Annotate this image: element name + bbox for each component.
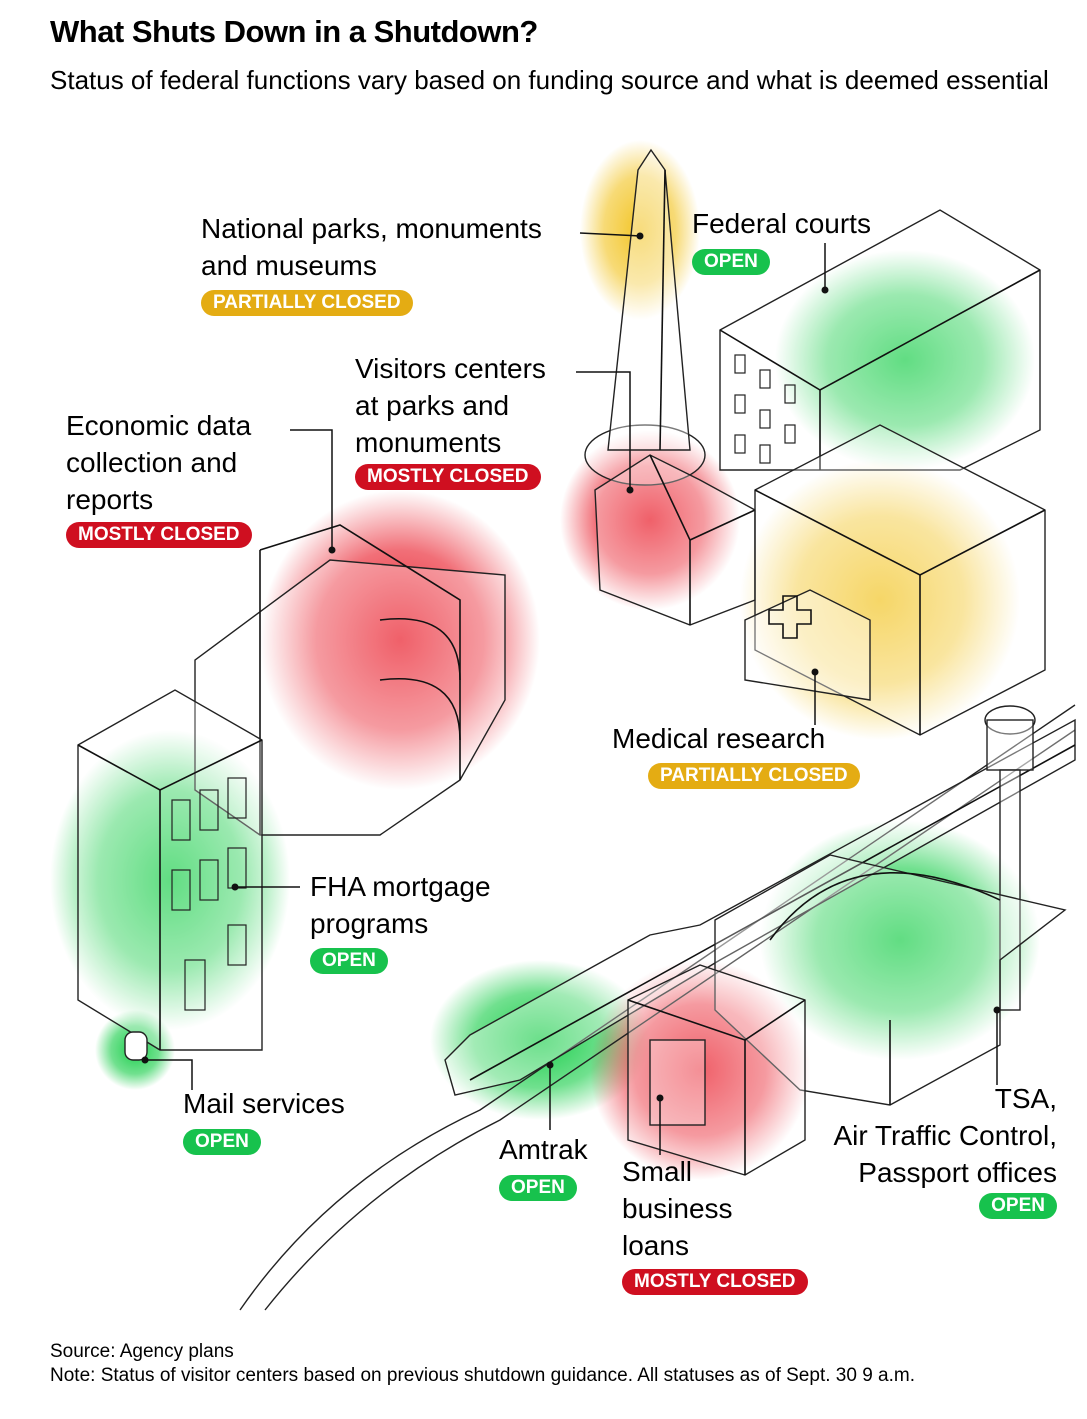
railway-track-icon xyxy=(239,704,1076,1311)
status-badge-visitor-centers: MOSTLY CLOSED xyxy=(355,464,541,490)
status-badge-medical-research: PARTIALLY CLOSED xyxy=(648,763,860,789)
glow-federal-courts xyxy=(775,250,1035,470)
medical-building-icon xyxy=(744,424,1046,736)
status-badge-tsa-atc-passport: OPEN xyxy=(979,1193,1057,1219)
amtrak-train-icon xyxy=(444,718,1076,1096)
glow-small-business xyxy=(590,960,810,1180)
control-tower-icon xyxy=(984,705,1036,1011)
glow-national-parks xyxy=(580,140,700,320)
label-federal-courts: Federal courts xyxy=(692,208,871,239)
airport-terminal-icon xyxy=(714,854,1067,1106)
status-badge-fha-mortgage: OPEN xyxy=(310,948,388,974)
label-medical-research: Medical research xyxy=(612,723,826,754)
label-fha-mortgage: FHA mortgage programs xyxy=(310,871,491,939)
label-tsa-atc-passport: TSA, Air Traffic Control, Passport offic… xyxy=(833,1083,1057,1188)
courthouse-icon xyxy=(719,209,1041,471)
washington-monument-icon xyxy=(584,148,706,486)
mailbox-icon xyxy=(124,1031,148,1061)
status-badge-economic-data: MOSTLY CLOSED xyxy=(66,522,252,548)
label-mail-services: Mail services xyxy=(183,1088,345,1119)
label-economic-data: Economic data collection and reports xyxy=(66,410,252,515)
glow-medical-research xyxy=(740,460,1020,740)
label-national-parks: National parks, monuments and museums xyxy=(201,213,542,281)
status-badge-federal-courts: OPEN xyxy=(692,249,770,275)
label-visitor-centers: Visitors centers at parks and monuments xyxy=(355,353,546,458)
status-badge-national-parks: PARTIALLY CLOSED xyxy=(201,290,413,316)
leader-lines xyxy=(145,232,998,1155)
glow-visitor-centers xyxy=(560,430,740,610)
label-small-business-loans: Small business loans xyxy=(622,1156,733,1261)
source-note: Source: Agency plans xyxy=(50,1341,234,1362)
glow-fha xyxy=(50,730,290,1030)
economic-data-building-icon xyxy=(194,524,506,836)
footnote: Note: Status of visitor centers based on… xyxy=(50,1365,915,1386)
small-business-building-icon xyxy=(627,964,806,1176)
status-badge-mail-services: OPEN xyxy=(183,1129,261,1155)
glow-economic-data xyxy=(260,490,540,790)
townhouse-icon xyxy=(77,689,263,1051)
chart-title: What Shuts Down in a Shutdown? xyxy=(50,14,538,49)
visitor-center-house-icon xyxy=(594,454,756,626)
leader-dots xyxy=(141,232,1001,1102)
label-amtrak: Amtrak xyxy=(499,1134,588,1165)
status-badge-amtrak: OPEN xyxy=(499,1175,577,1201)
status-badge-small-business-loans: MOSTLY CLOSED xyxy=(622,1269,808,1295)
chart-subtitle: Status of federal functions vary based o… xyxy=(50,65,1049,95)
